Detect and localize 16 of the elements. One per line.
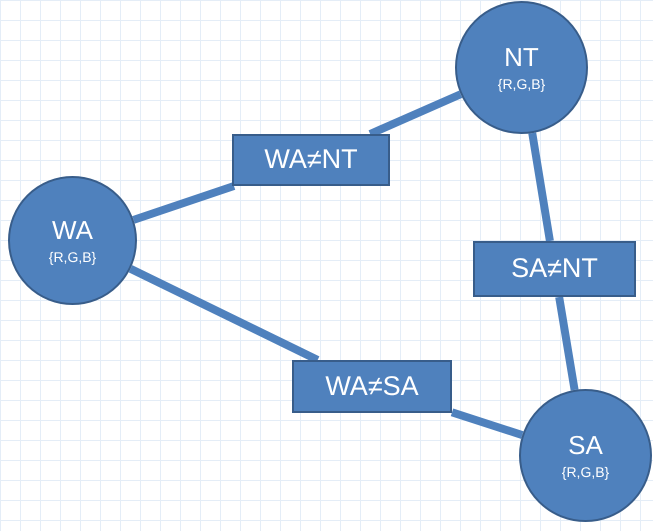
variable-name: NT xyxy=(504,43,539,72)
constraint-box xyxy=(473,241,636,297)
domain-label: {R,G,B} xyxy=(562,464,610,480)
connector-line xyxy=(132,182,236,224)
variable-name: SA xyxy=(568,431,603,460)
connector-line xyxy=(528,132,554,242)
domain-label: {R,G,B} xyxy=(48,248,96,265)
constraint-label: WA≠NT xyxy=(264,145,358,175)
constraint-label: SA≠NT xyxy=(511,254,598,284)
connector-line xyxy=(555,296,579,391)
constraint-box xyxy=(232,134,390,186)
variable-name: WA xyxy=(52,216,93,245)
constraint-box xyxy=(292,360,452,413)
connector-line xyxy=(450,408,524,439)
domain-label: {R,G,B} xyxy=(498,76,546,92)
constraint-label: WA≠SA xyxy=(325,372,419,402)
